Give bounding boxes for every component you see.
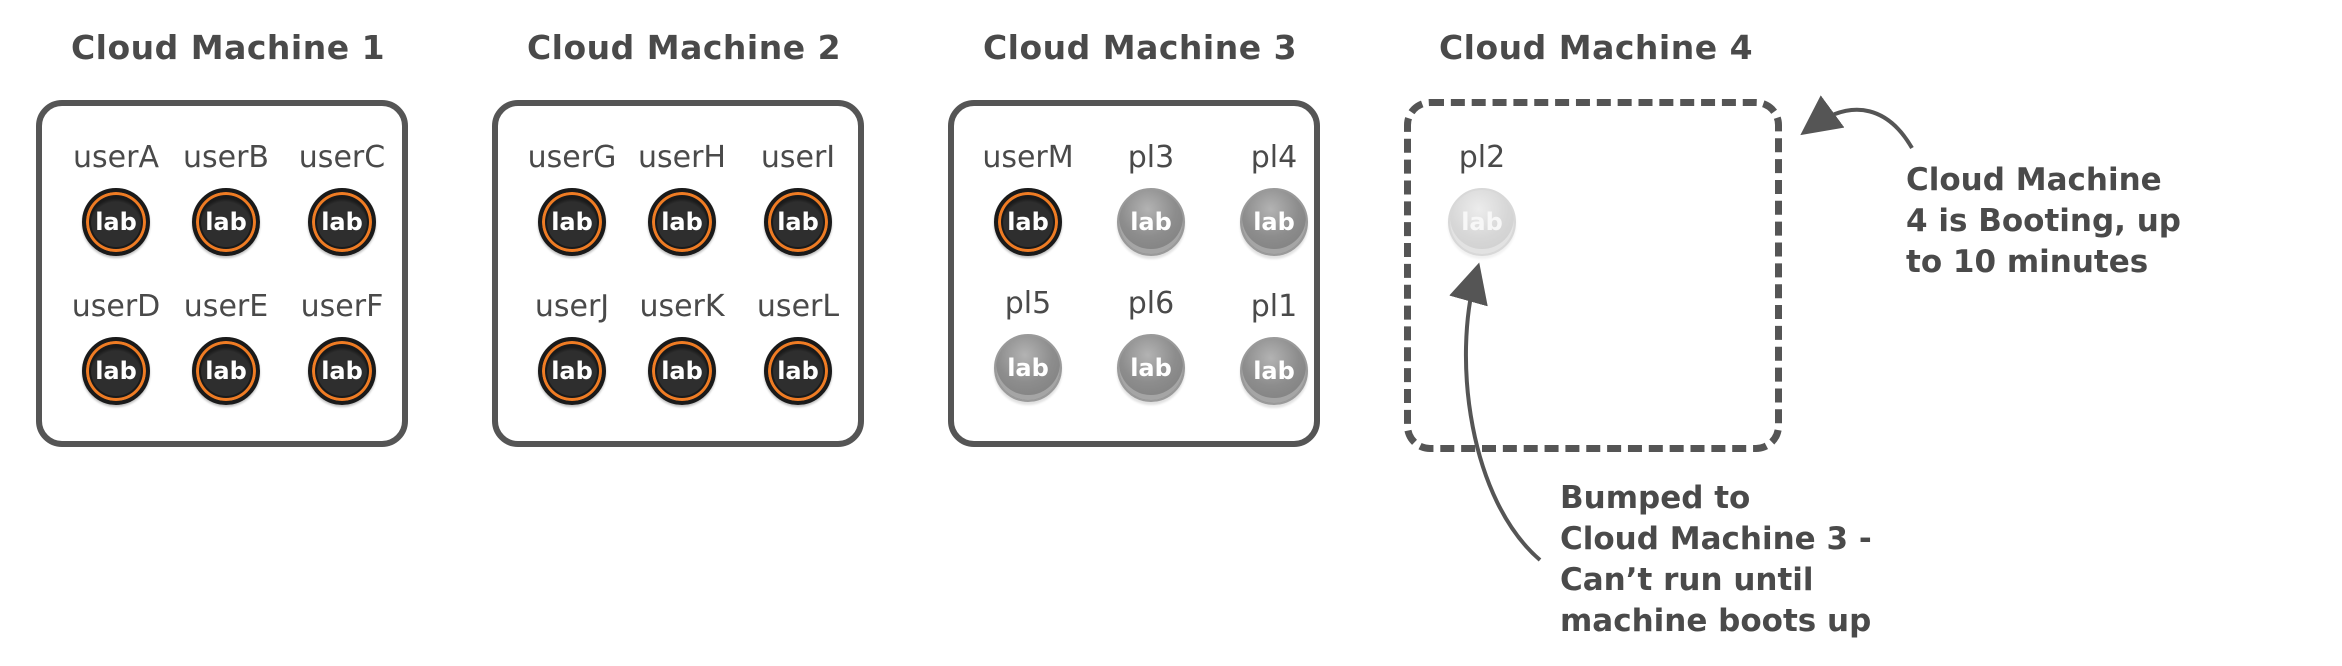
machine-2-title: Cloud Machine 2 [526,28,842,67]
user-slot: userG lab [516,140,628,256]
user-slot: userD lab [60,289,172,405]
user-label: pl6 [1127,286,1175,321]
lab-icon: lab [308,188,376,256]
lab-icon: lab [538,337,606,405]
machine-1-title: Cloud Machine 1 [70,28,386,67]
lab-icon: lab [994,334,1062,402]
lab-badge-text: lab [1461,208,1503,236]
user-label: userK [639,289,725,324]
user-label: userA [73,140,159,175]
user-slot: pl6 lab [1095,286,1207,402]
lab-badge-text: lab [321,357,363,385]
user-slot: userE lab [170,289,282,405]
user-slot: pl2 lab [1426,140,1538,256]
annotation-line: to 10 minutes [1906,244,2149,280]
lab-icon: lab [192,188,260,256]
lab-badge-text: lab [321,208,363,236]
user-slot: userF lab [286,289,398,405]
machine-1-box: userA lab userB lab userC lab userD lab user… [36,100,408,447]
user-label: pl1 [1250,289,1298,324]
machine-3-title: Cloud Machine 3 [982,28,1298,67]
user-slot: userM lab [972,140,1084,256]
lab-icon: lab [82,188,150,256]
lab-badge-text: lab [1007,208,1049,236]
user-label: userF [300,289,384,324]
lab-badge-text: lab [551,208,593,236]
lab-icon: lab [308,337,376,405]
lab-icon: lab [1240,188,1308,256]
lab-badge-text: lab [95,357,137,385]
lab-badge-text: lab [1253,208,1295,236]
lab-icon: lab [1117,334,1185,402]
lab-icon: lab [1117,188,1185,256]
lab-icon: lab [192,337,260,405]
user-label: pl5 [1004,286,1052,321]
lab-icon: lab [1240,337,1308,405]
user-slot: pl1 lab [1218,289,1330,405]
user-slot: userA lab [60,140,172,256]
lab-icon: lab [648,188,716,256]
user-slot: userH lab [626,140,738,256]
lab-badge-text: lab [205,208,247,236]
lab-icon: lab [994,188,1062,256]
user-slot: userB lab [170,140,282,256]
machine-4-box: pl2 lab [1404,99,1782,452]
user-label: userC [298,140,386,175]
user-slot: pl3 lab [1095,140,1207,256]
user-label: pl4 [1250,140,1298,175]
user-label: userI [760,140,836,175]
lab-badge-text: lab [551,357,593,385]
user-label: userJ [534,289,610,324]
lab-badge-text: lab [1130,354,1172,382]
lab-badge-text: lab [777,357,819,385]
lab-badge-text: lab [1253,357,1295,385]
user-slot: userI lab [742,140,854,256]
bumped-annotation: Bumped to Cloud Machine 3 - Can’t run un… [1560,478,1872,642]
user-slot: userC lab [286,140,398,256]
annotation-line: Cloud Machine 3 - [1560,521,1872,557]
user-label: userB [182,140,269,175]
machine-4-title: Cloud Machine 4 [1438,28,1754,67]
annotation-line: Bumped to [1560,480,1751,516]
lab-icon: lab [538,188,606,256]
user-label: pl2 [1458,140,1506,175]
user-slot: pl5 lab [972,286,1084,402]
user-label: userE [183,289,269,324]
annotation-line: Cloud Machine [1906,162,2162,198]
lab-badge-text: lab [1130,208,1172,236]
machine-2-box: userG lab userH lab userI lab userJ lab user… [492,100,864,447]
machine-3-box: userM lab pl3 lab pl4 lab pl5 lab pl6 lab pl1… [948,100,1320,447]
lab-badge-text: lab [95,208,137,236]
user-slot: pl4 lab [1218,140,1330,256]
user-label: userG [527,140,617,175]
lab-icon: lab [1448,188,1516,256]
bumped-arrow [1449,262,1542,562]
lab-badge-text: lab [205,357,247,385]
user-label: pl3 [1127,140,1175,175]
lab-icon: lab [82,337,150,405]
lab-badge-text: lab [661,208,703,236]
lab-badge-text: lab [1007,354,1049,382]
lab-icon: lab [764,337,832,405]
annotation-line: machine boots up [1560,603,1872,639]
booting-annotation: Cloud Machine 4 is Booting, up to 10 min… [1906,160,2181,283]
user-label: userD [71,289,161,324]
user-slot: userK lab [626,289,738,405]
booting-arrow [1800,95,1914,150]
lab-icon: lab [764,188,832,256]
lab-badge-text: lab [777,208,819,236]
user-label: userM [982,140,1074,175]
user-slot: userJ lab [516,289,628,405]
user-slot: userL lab [742,289,854,405]
lab-icon: lab [648,337,716,405]
lab-badge-text: lab [661,357,703,385]
user-label: userL [756,289,840,324]
annotation-line: Can’t run until [1560,562,1814,598]
user-label: userH [638,140,726,175]
annotation-line: 4 is Booting, up [1906,203,2181,239]
